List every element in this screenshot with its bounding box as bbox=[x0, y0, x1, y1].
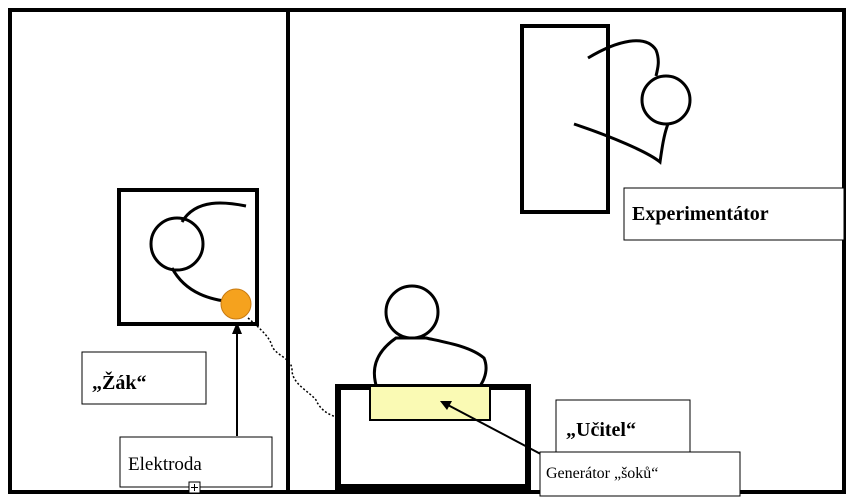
teacher-label: „Učitel“ bbox=[566, 419, 636, 441]
student-label: „Žák“ bbox=[92, 370, 146, 394]
student-figure bbox=[119, 190, 257, 324]
student-head bbox=[151, 218, 203, 270]
experimenter-label: Experimentátor bbox=[632, 203, 769, 225]
shock-generator bbox=[370, 386, 490, 420]
electrode-label: Elektroda bbox=[128, 454, 202, 475]
experimenter-head bbox=[642, 76, 690, 124]
generator-label: Generátor „šoků“ bbox=[546, 465, 658, 482]
experimenter-figure bbox=[522, 26, 690, 212]
electrode-dot bbox=[221, 289, 251, 319]
expand-handle-icon bbox=[189, 482, 200, 493]
teacher-figure bbox=[338, 286, 528, 487]
teacher-head bbox=[386, 286, 438, 338]
